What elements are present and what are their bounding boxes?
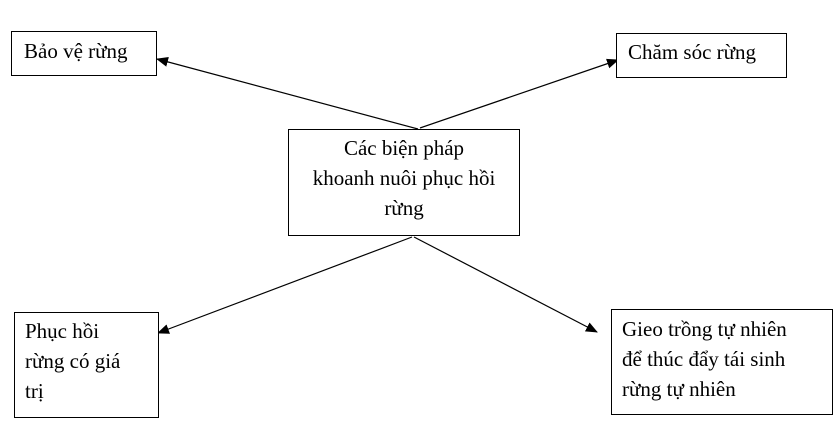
node-label: Bảo vệ rừng xyxy=(24,39,128,63)
node-line: để thúc đẩy tái sinh xyxy=(622,347,786,371)
node-line: trị xyxy=(25,379,44,403)
arrow-to-cham-soc-rung xyxy=(419,58,619,129)
node-line: Gieo trồng tự nhiên xyxy=(622,317,787,341)
node-label: Chăm sóc rừng xyxy=(628,40,757,64)
center-node-line: khoanh nuôi phục hồi xyxy=(312,166,496,190)
arrow-to-phuc-hoi-rung xyxy=(157,236,413,334)
center-node-line: rừng xyxy=(384,196,424,220)
node-bao-ve-rung: Bảo vệ rừng xyxy=(11,31,157,76)
node-phuc-hoi-rung: Phục hồi rừng có giá trị xyxy=(14,312,159,418)
node-line: rừng có giá xyxy=(25,349,121,373)
center-node-line: Các biện pháp xyxy=(343,136,465,160)
node-line: Phục hồi xyxy=(25,319,100,343)
arrow-to-bao-ve-rung xyxy=(156,57,419,130)
node-line: rừng tự nhiên xyxy=(622,377,736,401)
node-cham-soc-rung: Chăm sóc rừng xyxy=(616,33,787,78)
arrow-to-gieo-trong xyxy=(413,236,598,333)
node-gieo-trong-tu-nhien: Gieo trồng tự nhiên để thúc đẩy tái sinh… xyxy=(611,309,833,415)
center-node: Các biện pháp khoanh nuôi phục hồi rừng xyxy=(288,129,520,236)
